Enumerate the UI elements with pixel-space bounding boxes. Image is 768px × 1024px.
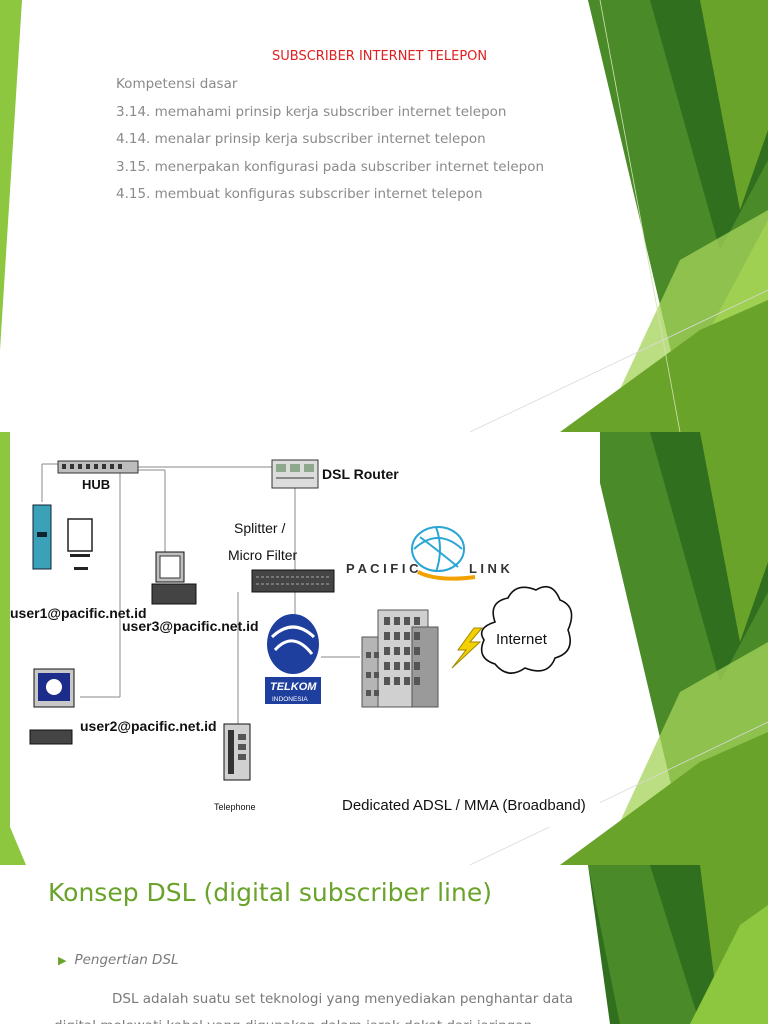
list-item: Kompetensi dasar — [116, 76, 238, 92]
user3-label: user3@pacific.net.id — [122, 618, 259, 634]
bullet-item: ▶ Pengertian DSL — [58, 949, 179, 968]
user2-computer-icon — [29, 668, 75, 745]
telephone-icon — [223, 723, 251, 781]
micro-filter-label: Micro Filter — [228, 547, 298, 563]
list-item: 4.15. membuat konfiguras subscriber inte… — [116, 186, 483, 202]
slide-2: HUB DSL Router Splitter / Micro Filter — [0, 432, 768, 865]
slide-1-title: SUBSCRIBER INTERNET TELEPON — [272, 49, 488, 64]
network-diagram: HUB DSL Router Splitter / Micro Filter — [10, 432, 600, 827]
internet-cloud-icon — [480, 585, 573, 674]
slide-1: SUBSCRIBER INTERNET TELEPON Kompetensi d… — [0, 0, 768, 432]
user1-label: user1@pacific.net.id — [10, 605, 147, 621]
internet-label: Internet — [496, 631, 548, 648]
list-item: 4.14. menalar prinsip kerja subscriber i… — [116, 131, 486, 147]
telkom-logo — [265, 614, 321, 704]
slide-3: Konsep DSL (digital subscriber line) ▶ Pe… — [0, 865, 768, 1024]
bullet-arrow-icon: ▶ — [58, 954, 67, 967]
hub-label: HUB — [82, 477, 110, 492]
green-decoration — [0, 0, 768, 432]
slide-3-title: Konsep DSL (digital subscriber line) — [48, 878, 492, 907]
building-icon — [361, 609, 439, 708]
telkom-label: TELKOM — [270, 681, 317, 693]
telephone-label: Telephone — [214, 802, 256, 812]
telkom-sublabel: INDONESIA — [272, 696, 308, 703]
splitter-icon — [251, 569, 335, 593]
pacific-label: P A C I F I C — [346, 561, 419, 576]
pacific-link-logo — [411, 526, 476, 581]
list-item: 3.14. memahami prinsip kerja subscriber … — [116, 103, 507, 120]
dsl-router-icon — [271, 459, 319, 489]
lightning-icon — [451, 627, 484, 669]
competency-list: Kompetensi dasar 3.14. memahami prinsip … — [116, 74, 544, 212]
body-paragraph: DSL adalah suatu set teknologi yang meny… — [54, 991, 574, 1024]
green-decoration — [0, 432, 768, 865]
green-decoration — [588, 865, 768, 1024]
user3-laptop-icon — [151, 551, 197, 605]
splitter-label: Splitter / — [234, 520, 285, 536]
dedicated-adsl-label: Dedicated ADSL / MMA (Broadband) — [342, 797, 586, 814]
bullet-label: Pengertian DSL — [74, 952, 179, 968]
user2-label: user2@pacific.net.id — [80, 718, 217, 734]
dsl-router-label: DSL Router — [322, 466, 399, 482]
link-label: L I N K — [469, 561, 511, 576]
list-item: 3.15. menerpakan konfigurasi pada subscr… — [116, 158, 545, 175]
user1-computer-icon — [32, 504, 93, 570]
hub-icon — [57, 460, 139, 474]
